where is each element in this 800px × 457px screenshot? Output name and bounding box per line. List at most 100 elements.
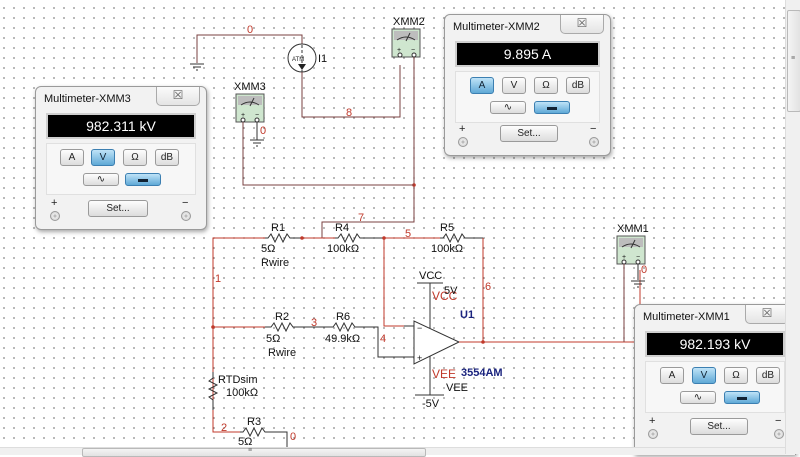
- ammeter-button[interactable]: A: [660, 367, 684, 384]
- net-label-7: 7: [358, 212, 364, 224]
- minus-label: −: [182, 197, 189, 209]
- mode-panel: A V Ω dB ∿ ▬: [46, 143, 196, 195]
- R3-value: 5Ω: [238, 436, 252, 447]
- R1-value: 5Ω: [261, 243, 275, 255]
- close-icon[interactable]: ☒: [745, 305, 789, 324]
- svg-text:−: −: [255, 112, 259, 119]
- ground-symbol-xmm3: [250, 139, 264, 147]
- VCC-label: VCC: [419, 270, 442, 282]
- U1-pin-vcc: VCC: [432, 289, 458, 303]
- dc-line-icon: ▬: [547, 102, 557, 113]
- ammeter-button[interactable]: A: [470, 77, 494, 94]
- negative-terminal[interactable]: [589, 137, 599, 147]
- ohmmeter-button[interactable]: Ω: [123, 149, 147, 166]
- close-icon[interactable]: ☒: [156, 87, 200, 106]
- voltmeter-button[interactable]: V: [91, 149, 115, 166]
- voltmeter-button[interactable]: V: [502, 77, 526, 94]
- svg-text:+: +: [397, 47, 401, 54]
- instrument-XMM2[interactable]: + −: [391, 28, 421, 58]
- net-label-6: 6: [485, 281, 491, 293]
- dc-button[interactable]: ▬: [534, 101, 570, 114]
- voltmeter-button[interactable]: V: [692, 367, 716, 384]
- R3-ref: R3: [247, 416, 261, 428]
- positive-terminal[interactable]: [648, 429, 658, 439]
- close-icon[interactable]: ☒: [560, 15, 604, 34]
- resistor-R2[interactable]: [265, 321, 330, 333]
- set-button[interactable]: Set...: [500, 125, 558, 142]
- dc-button[interactable]: ▬: [724, 391, 760, 404]
- ground-symbol-xmm1: [631, 280, 645, 288]
- current-source-glyph: ATM: [292, 57, 304, 63]
- instrument-XMM3[interactable]: + −: [235, 93, 265, 123]
- vertical-scrollbar[interactable]: ≡: [785, 0, 800, 454]
- wire-net-8[interactable]: [301, 65, 401, 118]
- VEE-label: VEE: [446, 382, 468, 394]
- decibel-button[interactable]: dB: [756, 367, 780, 384]
- horizontal-scrollbar-thumb[interactable]: ≡: [82, 447, 426, 457]
- decibel-button[interactable]: dB: [155, 149, 179, 166]
- multimeter-window-xmm2[interactable]: Multimeter-XMM2 ☒ 9.895 A A V Ω dB ∿ ▬ +…: [444, 14, 611, 156]
- XMM3-ref: XMM3: [234, 81, 266, 93]
- mode-panel: A V Ω dB ∿ ▬: [455, 71, 600, 123]
- resistor-R6[interactable]: [330, 321, 404, 358]
- svg-text:−: −: [636, 254, 640, 261]
- VCC-value: 5V: [444, 285, 458, 297]
- set-button[interactable]: Set...: [690, 418, 748, 435]
- reading-display: 982.193 kV: [645, 331, 785, 357]
- dc-line-icon: ▬: [138, 174, 148, 185]
- plus-label: +: [649, 415, 656, 427]
- ac-button[interactable]: ∿: [680, 391, 716, 404]
- U1-pin-vee: VEE: [432, 367, 456, 381]
- R1-ref: R1: [271, 222, 285, 234]
- resistor-R5[interactable]: [440, 232, 483, 244]
- decibel-button[interactable]: dB: [566, 77, 590, 94]
- sine-wave-icon: ∿: [503, 102, 513, 113]
- net-label-4: 4: [380, 333, 386, 345]
- ac-button[interactable]: ∿: [83, 173, 119, 186]
- reading-display: 9.895 A: [455, 41, 600, 67]
- opamp-U1[interactable]: − +: [404, 283, 461, 395]
- positive-terminal[interactable]: [458, 137, 468, 147]
- wire-net-1[interactable]: [212, 237, 265, 410]
- multimeter-window-xmm1[interactable]: Multimeter-XMM1 ☒ 982.193 kV A V Ω dB ∿ …: [634, 304, 796, 455]
- R1-model: Rwire: [261, 257, 289, 269]
- wire-net-0-top[interactable]: [196, 34, 303, 63]
- R5-value: 100kΩ: [431, 243, 463, 255]
- negative-terminal[interactable]: [181, 211, 191, 221]
- ac-button[interactable]: ∿: [490, 101, 526, 114]
- XMM1-ref: XMM1: [617, 223, 649, 235]
- resistor-R1[interactable]: [265, 232, 302, 244]
- ohmmeter-button[interactable]: Ω: [534, 77, 558, 94]
- U1-ref: U1: [460, 309, 474, 321]
- wire-xmm3-plus[interactable]: [242, 122, 414, 186]
- window-title: Multimeter-XMM3: [44, 93, 131, 105]
- multimeter-window-xmm3[interactable]: Multimeter-XMM3 ☒ 982.311 kV A V Ω dB ∿ …: [35, 86, 207, 230]
- net-label-8: 8: [346, 107, 352, 119]
- schematic: 0 ATM I1 8 + − XMM2 7 + − XMM3: [190, 16, 649, 447]
- minus-label: −: [590, 123, 597, 135]
- wire-net-7[interactable]: [321, 57, 415, 238]
- dc-button[interactable]: ▬: [125, 173, 161, 186]
- resistor-R4[interactable]: [335, 232, 384, 244]
- resistor-R3[interactable]: [240, 426, 288, 447]
- RTD-value: 100kΩ: [226, 387, 258, 399]
- set-button[interactable]: Set...: [88, 200, 148, 217]
- vertical-scrollbar-thumb[interactable]: ≡: [787, 10, 800, 112]
- ammeter-button[interactable]: A: [60, 149, 84, 166]
- positive-terminal[interactable]: [50, 211, 60, 221]
- net-label-3: 3: [311, 317, 317, 329]
- svg-text:−: −: [411, 47, 415, 54]
- VEE-value: -5V: [422, 398, 440, 410]
- RTD-ref: RTDsim: [218, 374, 258, 386]
- instrument-XMM1[interactable]: + −: [616, 235, 646, 265]
- schematic-canvas[interactable]: [0, 0, 785, 447]
- R4-value: 100kΩ: [327, 243, 359, 255]
- grip-icon: ≡: [248, 447, 253, 454]
- negative-terminal[interactable]: [774, 429, 784, 439]
- resistor-RTDsim[interactable]: [207, 372, 219, 410]
- mode-panel: A V Ω dB ∿ ▬: [645, 361, 785, 413]
- current-source-I1[interactable]: ATM: [287, 43, 317, 73]
- ohmmeter-button[interactable]: Ω: [724, 367, 748, 384]
- wire-net-2[interactable]: [212, 410, 240, 433]
- R6-ref: R6: [336, 311, 350, 323]
